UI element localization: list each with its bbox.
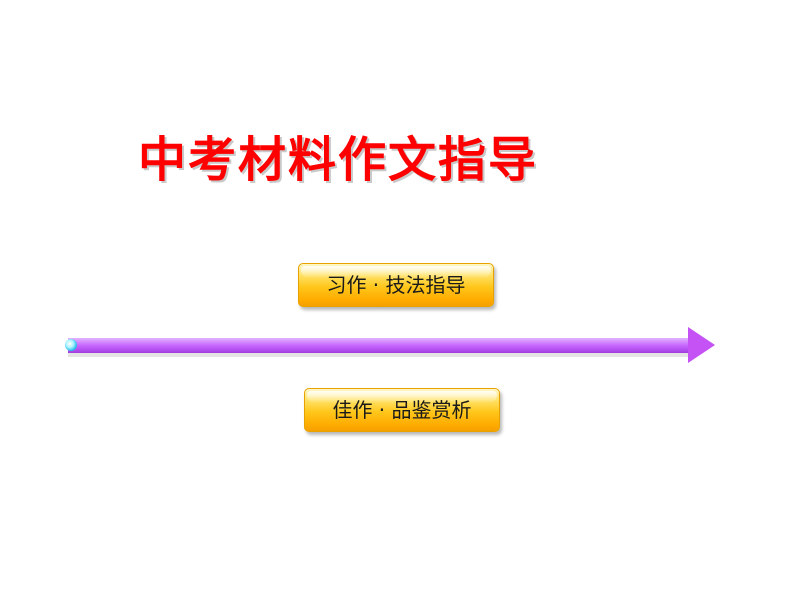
technique-guide-label: 习作 · 技法指导 [326,273,466,297]
model-essay-label: 佳作 · 品鉴赏析 [332,398,472,422]
arrow-start-dot [65,339,77,351]
model-essay-button[interactable]: 佳作 · 品鉴赏析 [304,388,500,432]
arrow-shaft [68,338,688,353]
slide-title: 中考材料作文指导 [138,132,539,188]
arrow-head [688,327,715,363]
technique-guide-button[interactable]: 习作 · 技法指导 [298,263,494,307]
timeline-arrow [60,322,720,368]
